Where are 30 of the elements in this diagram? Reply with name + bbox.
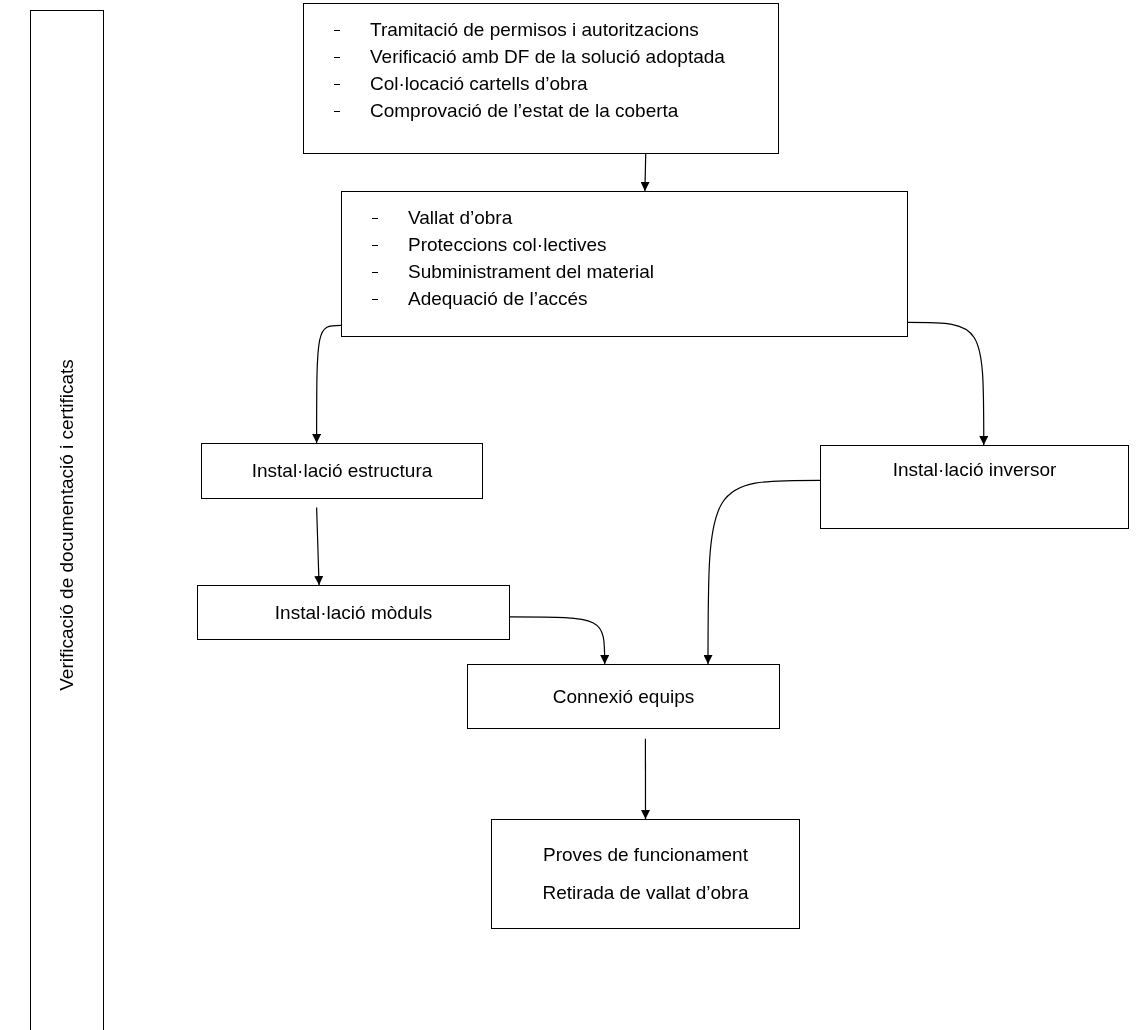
process-box — [201, 443, 483, 499]
side-band — [30, 10, 104, 1030]
list-item: Proteccions col·lectives — [372, 231, 607, 258]
process-box — [341, 191, 908, 337]
process-box — [197, 585, 510, 640]
step-label: Proves de funcionament — [543, 843, 748, 867]
step-label: Instal·lació mòduls — [274, 600, 433, 625]
step-label: Instal·lació estructura — [251, 459, 433, 483]
step-label: Retirada de vallat d’obra — [542, 881, 749, 905]
list-item: Comprovació de l’estat de la coberta — [334, 97, 679, 124]
vertical-label: Verificació de documentació i certificats — [56, 359, 78, 691]
arrow — [314, 506, 324, 586]
arrow — [312, 324, 342, 444]
list-item: Verificació amb DF de la solució adoptada — [334, 43, 725, 70]
list-item: Adequació de l’accés — [372, 285, 588, 312]
process-box — [820, 445, 1129, 529]
arrow — [509, 616, 610, 665]
arrow — [703, 479, 821, 665]
list-item: Vallat d’obra — [372, 204, 513, 231]
arrow — [640, 153, 650, 192]
arrow — [907, 321, 989, 446]
list-item: Tramitació de permisos i autoritzacions — [334, 16, 699, 43]
list-item: Col·locació cartells d’obra — [334, 70, 588, 97]
process-box — [467, 664, 780, 729]
step-label: Connexió equips — [552, 684, 695, 709]
step-label: Instal·lació inversor — [892, 458, 1057, 482]
arrow — [641, 738, 650, 820]
list-item: Subministrament del material — [372, 258, 655, 285]
process-box — [491, 819, 800, 929]
process-box — [303, 3, 779, 154]
